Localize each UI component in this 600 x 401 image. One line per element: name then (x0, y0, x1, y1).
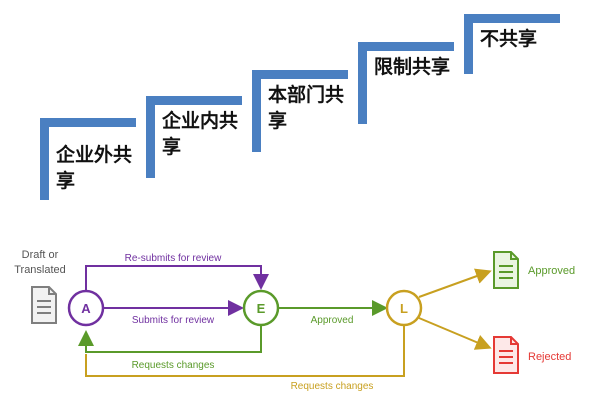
node-l-label: L (400, 301, 408, 316)
stair-step-1: 企业外共享 (40, 118, 136, 200)
start-label-line1: Draft or (22, 249, 59, 261)
node-a: A (67, 289, 105, 327)
node-e-label: E (257, 301, 266, 316)
step-label: 企业外共享 (56, 144, 133, 192)
step-label: 本部门共享 (268, 84, 345, 132)
to-approved-edge (418, 268, 492, 298)
stair-step-4: 限制共享 (358, 42, 454, 124)
stair-step-3: 本部门共享 (252, 70, 348, 152)
approved-document-icon (493, 251, 519, 289)
stair-step-5: 不共享 (464, 14, 560, 74)
step-bracket (464, 14, 560, 74)
start-label-line2: Translated (14, 264, 66, 276)
document-icon (31, 286, 57, 324)
step-bracket (358, 42, 454, 124)
resubmit-label: Re-submits for review (125, 253, 222, 264)
step-bracket (146, 96, 242, 178)
to-rejected-edge (418, 317, 492, 350)
requests-changes-l-edge (85, 326, 405, 377)
requests-changes-e-edge (78, 326, 262, 353)
approved-result-label: Approved (528, 265, 575, 277)
rejected-result-label: Rejected (528, 351, 571, 363)
approved-edge-label: Approved (311, 315, 354, 326)
requests-changes-l-label: Requests changes (291, 381, 374, 392)
step-bracket (40, 118, 136, 200)
stair-step-2: 企业内共享 (146, 96, 242, 178)
step-bracket (252, 70, 348, 152)
node-e: E (242, 289, 280, 327)
resubmit-edge (85, 265, 269, 290)
step-label: 不共享 (480, 28, 538, 50)
rejected-document-icon (493, 336, 519, 374)
node-a-label: A (81, 301, 91, 316)
requests-changes-e-label: Requests changes (132, 360, 215, 371)
submit-label: Submits for review (132, 315, 215, 326)
node-l: L (385, 289, 423, 327)
step-label: 限制共享 (374, 56, 451, 78)
step-label: 企业内共享 (162, 110, 239, 158)
